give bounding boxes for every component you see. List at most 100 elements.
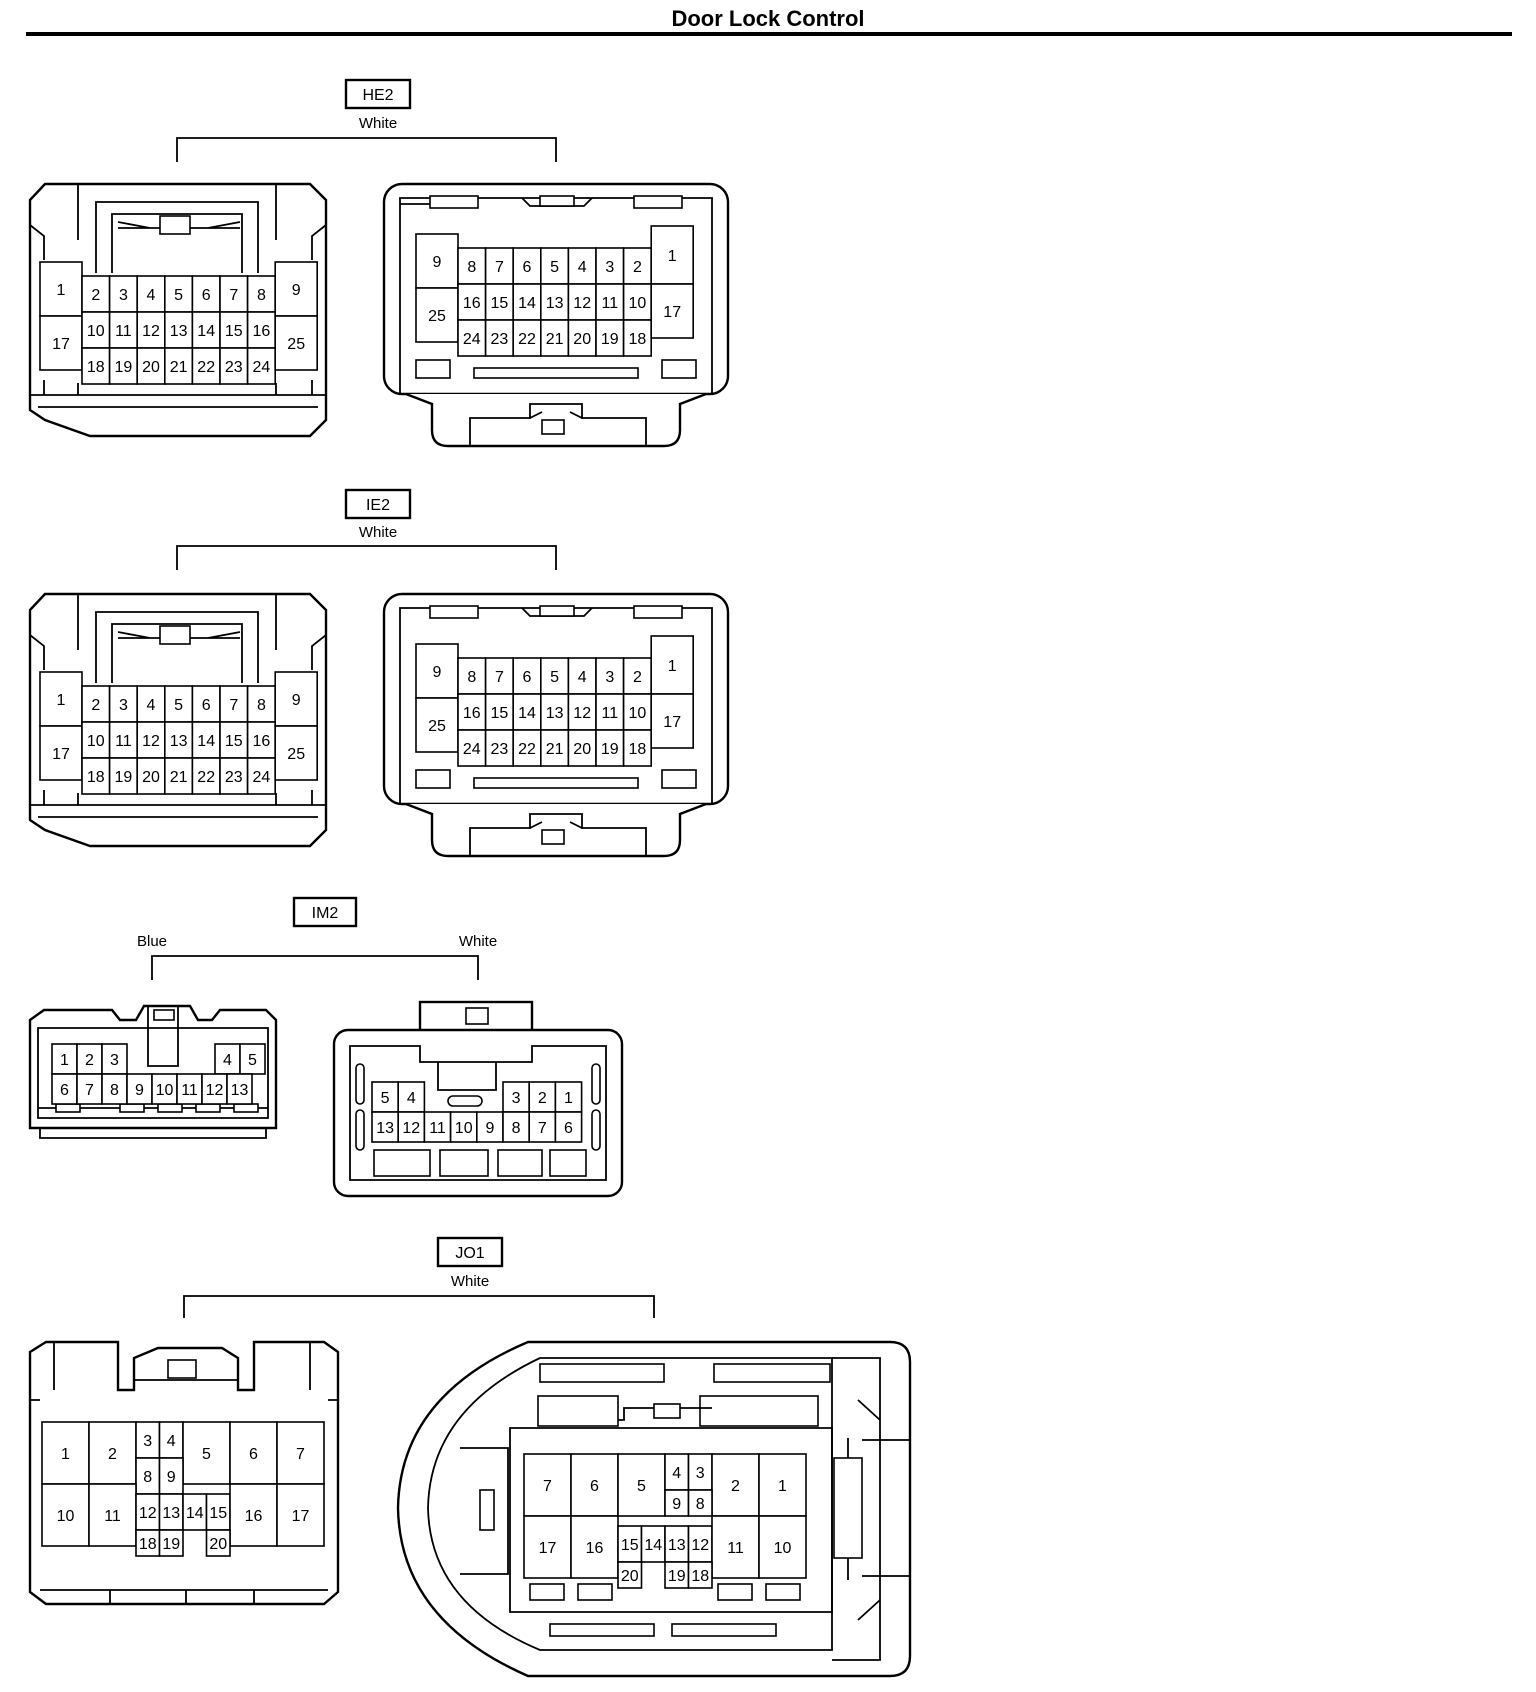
connector-color: White bbox=[359, 115, 397, 132]
pin-cell bbox=[484, 657, 515, 695]
pin-cell bbox=[512, 319, 542, 357]
pin-cell bbox=[276, 1483, 325, 1547]
pin-13: 13 bbox=[376, 1120, 394, 1137]
pin-18: 18 bbox=[87, 359, 105, 376]
pin-7: 7 bbox=[495, 669, 504, 686]
connector-bracket bbox=[183, 1295, 655, 1318]
pin-19: 19 bbox=[601, 331, 619, 348]
pin-14: 14 bbox=[518, 705, 536, 722]
pin-cell bbox=[650, 635, 695, 695]
pin-22: 22 bbox=[197, 359, 215, 376]
pin-11: 11 bbox=[601, 295, 618, 312]
pin-21: 21 bbox=[170, 769, 188, 786]
pin-22: 22 bbox=[518, 741, 536, 758]
pin-15: 15 bbox=[225, 323, 243, 340]
pin-17: 17 bbox=[52, 746, 70, 763]
connector-bracket bbox=[176, 137, 557, 162]
pin-12: 12 bbox=[142, 323, 160, 340]
pin-cell bbox=[51, 1043, 78, 1075]
he2-left-pins: 1172101831119412205132161422715238162492… bbox=[39, 261, 319, 385]
pin-cell bbox=[567, 729, 597, 767]
pin-10: 10 bbox=[87, 323, 105, 340]
pin-11: 11 bbox=[104, 1508, 121, 1525]
pin-1: 1 bbox=[668, 248, 677, 265]
pin-cell bbox=[650, 693, 695, 749]
pin-2: 2 bbox=[91, 287, 100, 304]
housing-latch bbox=[529, 1583, 565, 1601]
pin-cell bbox=[595, 729, 625, 767]
pin-cell bbox=[246, 721, 277, 759]
pin-6: 6 bbox=[202, 287, 211, 304]
pin-cell bbox=[108, 275, 138, 313]
pin-8: 8 bbox=[467, 259, 476, 276]
pin-2: 2 bbox=[91, 697, 100, 714]
pin-1: 1 bbox=[668, 658, 677, 675]
pin-4: 4 bbox=[147, 697, 156, 714]
pin-19: 19 bbox=[668, 1568, 686, 1585]
pin-cell bbox=[81, 721, 111, 759]
pin-8: 8 bbox=[110, 1082, 119, 1099]
pin-8: 8 bbox=[696, 1496, 705, 1513]
pin-23: 23 bbox=[225, 359, 243, 376]
pin-cell bbox=[41, 1421, 90, 1485]
pin-9: 9 bbox=[292, 692, 301, 709]
pin-20: 20 bbox=[621, 1568, 639, 1585]
pin-cell bbox=[108, 685, 138, 723]
pin-cell bbox=[219, 757, 249, 795]
pin-3: 3 bbox=[119, 287, 128, 304]
pin-19: 19 bbox=[162, 1536, 180, 1553]
connector-color: White bbox=[359, 524, 397, 541]
pin-cell bbox=[164, 721, 194, 759]
pin-cell bbox=[239, 1043, 266, 1075]
pin-cell bbox=[617, 1453, 666, 1517]
pin-cell bbox=[158, 1529, 184, 1557]
pin-12: 12 bbox=[573, 295, 591, 312]
pin-24: 24 bbox=[253, 359, 271, 376]
pin-cell bbox=[136, 275, 166, 313]
pin-22: 22 bbox=[197, 769, 215, 786]
pin-2: 2 bbox=[633, 259, 642, 276]
pin-6: 6 bbox=[523, 669, 532, 686]
pin-12: 12 bbox=[142, 733, 160, 750]
pin-cell bbox=[88, 1421, 137, 1485]
pin-cell bbox=[650, 283, 695, 339]
pin-12: 12 bbox=[206, 1082, 224, 1099]
pin-cell bbox=[484, 319, 515, 357]
pin-cell bbox=[512, 729, 542, 767]
pin-cell bbox=[182, 1421, 231, 1485]
pin-10: 10 bbox=[57, 1508, 75, 1525]
pin-16: 16 bbox=[586, 1540, 604, 1557]
pin-1: 1 bbox=[61, 1446, 70, 1463]
pin-4: 4 bbox=[578, 259, 587, 276]
pin-8: 8 bbox=[143, 1469, 152, 1486]
pin-10: 10 bbox=[156, 1082, 174, 1099]
pin-cell bbox=[539, 283, 570, 321]
pin-12: 12 bbox=[573, 705, 591, 722]
pin-cell bbox=[687, 1561, 713, 1589]
pin-cell bbox=[570, 1453, 619, 1517]
pin-16: 16 bbox=[463, 295, 481, 312]
pin-2: 2 bbox=[538, 1090, 547, 1107]
pin-9: 9 bbox=[167, 1469, 176, 1486]
pin-2: 2 bbox=[85, 1052, 94, 1069]
pin-20: 20 bbox=[142, 359, 160, 376]
pin-cell bbox=[126, 1073, 153, 1105]
pin-cell bbox=[554, 1111, 583, 1143]
pin-cell bbox=[164, 685, 194, 723]
pin-cell bbox=[81, 347, 111, 385]
page-title: Door Lock Control bbox=[671, 6, 864, 31]
pin-9: 9 bbox=[433, 254, 442, 271]
connector-code: HE2 bbox=[362, 87, 393, 104]
pin-4: 4 bbox=[223, 1052, 232, 1069]
pin-3: 3 bbox=[119, 697, 128, 714]
pin-19: 19 bbox=[115, 359, 133, 376]
pin-1: 1 bbox=[60, 1052, 69, 1069]
pin-6: 6 bbox=[202, 697, 211, 714]
pin-10: 10 bbox=[774, 1540, 792, 1557]
pin-1: 1 bbox=[564, 1090, 573, 1107]
ie2-left-pins: 1172101831119412205132161422715238162492… bbox=[39, 671, 319, 795]
pin-cell bbox=[39, 261, 83, 317]
pin-18: 18 bbox=[629, 741, 647, 758]
pin-cell bbox=[81, 311, 111, 349]
